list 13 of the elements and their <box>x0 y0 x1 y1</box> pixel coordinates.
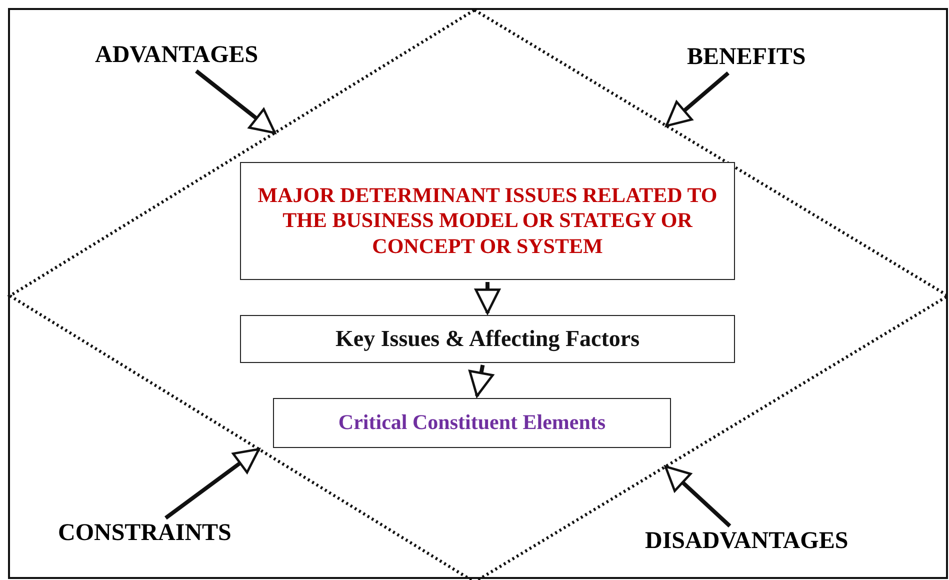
heading-label: DISADVANTAGES <box>645 528 848 555</box>
arrow <box>665 71 730 128</box>
heading-label: ADVANTAGES <box>95 42 258 69</box>
arrow <box>474 282 500 314</box>
arrow <box>164 448 260 520</box>
arrow <box>468 364 494 398</box>
heading-label: BENEFITS <box>687 44 806 71</box>
process-box: Critical Constituent Elements <box>273 398 671 448</box>
process-box: MAJOR DETERMINANT ISSUES RELATED TO THE BUSINESS MODEL OR STATEGY OR CONCEPT OR SYSTEM <box>240 162 735 280</box>
arrow <box>195 69 276 134</box>
heading-label: CONSTRAINTS <box>58 520 232 547</box>
process-box: Key Issues & Affecting Factors <box>240 315 735 363</box>
arrow <box>664 465 732 528</box>
